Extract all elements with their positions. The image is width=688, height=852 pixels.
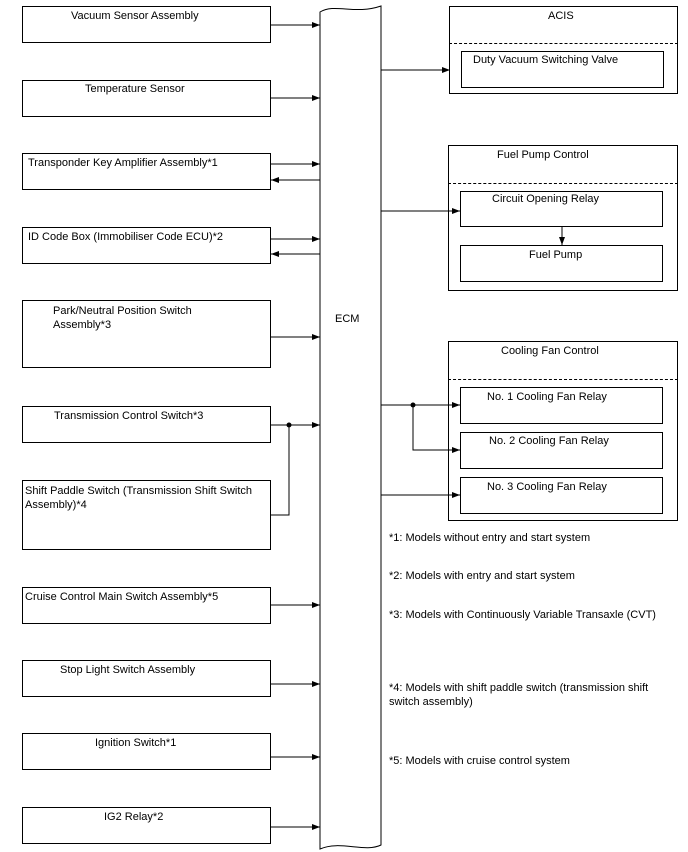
vacuum-sensor-label: Vacuum Sensor Assembly xyxy=(71,10,199,22)
footnote-3: *3: Models with Continuously Variable Tr… xyxy=(389,609,656,621)
cooling-fan-relay-3-label: No. 3 Cooling Fan Relay xyxy=(487,481,607,493)
cruise-control-switch-box: Cruise Control Main Switch Assembly*5 xyxy=(22,587,271,624)
transponder-key-amplifier-label: Transponder Key Amplifier Assembly*1 xyxy=(28,157,218,169)
footnote-4: *4: Models with shift paddle switch (tra… xyxy=(389,682,649,708)
stop-light-switch-box: Stop Light Switch Assembly xyxy=(22,660,271,697)
park-neutral-switch-label: Park/Neutral Position Switch Assembly*3 xyxy=(53,305,192,331)
cooling-fan-divider xyxy=(448,379,678,380)
acis-title: ACIS xyxy=(548,10,574,22)
ig2-relay-box: IG2 Relay*2 xyxy=(22,807,271,844)
acis-group xyxy=(449,6,678,94)
stop-light-switch-label: Stop Light Switch Assembly xyxy=(60,664,196,676)
temperature-sensor-box: Temperature Sensor xyxy=(22,80,271,117)
ecm-label: ECM xyxy=(335,313,360,325)
fuel-pump-label: Fuel Pump xyxy=(529,249,583,261)
cruise-control-switch-label: Cruise Control Main Switch Assembly*5 xyxy=(25,591,219,603)
junction-dot xyxy=(286,422,292,428)
shift-paddle-switch-box: Shift Paddle Switch (Transmission Shift … xyxy=(22,480,271,550)
cooling-fan-relay-2-box: No. 2 Cooling Fan Relay xyxy=(460,432,663,469)
shift-paddle-switch-label: Shift Paddle Switch (Transmission Shift … xyxy=(25,485,253,511)
vacuum-sensor-box: Vacuum Sensor Assembly xyxy=(22,6,271,43)
footnote-5: *5: Models with cruise control system xyxy=(389,755,570,767)
ecm-outline xyxy=(319,5,382,850)
fuel-pump-box: Fuel Pump xyxy=(460,245,663,282)
cooling-fan-relay-1-box: No. 1 Cooling Fan Relay xyxy=(460,387,663,424)
id-code-box-box: ID Code Box (Immobiliser Code ECU)*2 xyxy=(22,227,271,264)
acis-divider xyxy=(449,43,678,44)
circuit-opening-relay-box: Circuit Opening Relay xyxy=(460,191,663,227)
id-code-box-label: ID Code Box (Immobiliser Code ECU)*2 xyxy=(28,231,224,243)
ignition-switch-box: Ignition Switch*1 xyxy=(22,733,271,770)
footnote-2: *2: Models with entry and start system xyxy=(389,570,575,582)
duty-vsv-box: Duty Vacuum Switching Valve xyxy=(461,51,664,88)
cooling-fan-control-title: Cooling Fan Control xyxy=(501,345,599,357)
cooling-fan-relay-3-box: No. 3 Cooling Fan Relay xyxy=(460,477,663,514)
cooling-fan-relay-1-label: No. 1 Cooling Fan Relay xyxy=(487,391,607,403)
junction-dot xyxy=(410,402,416,408)
cooling-fan-control-group xyxy=(448,341,678,521)
fuel-pump-control-title: Fuel Pump Control xyxy=(497,149,589,161)
duty-vsv-label: Duty Vacuum Switching Valve xyxy=(473,54,619,66)
fuel-pump-divider xyxy=(448,183,678,184)
ig2-relay-label: IG2 Relay*2 xyxy=(104,811,164,823)
footnote-1: *1: Models without entry and start syste… xyxy=(389,532,591,544)
transmission-control-switch-box: Transmission Control Switch*3 xyxy=(22,406,271,443)
ignition-switch-label: Ignition Switch*1 xyxy=(95,737,177,749)
temperature-sensor-label: Temperature Sensor xyxy=(85,83,185,95)
fuel-pump-control-group xyxy=(448,145,678,291)
transmission-control-switch-label: Transmission Control Switch*3 xyxy=(54,410,204,422)
cooling-fan-relay-2-label: No. 2 Cooling Fan Relay xyxy=(489,435,609,447)
circuit-opening-relay-label: Circuit Opening Relay xyxy=(492,193,599,205)
park-neutral-switch-box: Park/Neutral Position Switch Assembly*3 xyxy=(22,300,271,368)
transponder-key-amplifier-box: Transponder Key Amplifier Assembly*1 xyxy=(22,153,271,190)
